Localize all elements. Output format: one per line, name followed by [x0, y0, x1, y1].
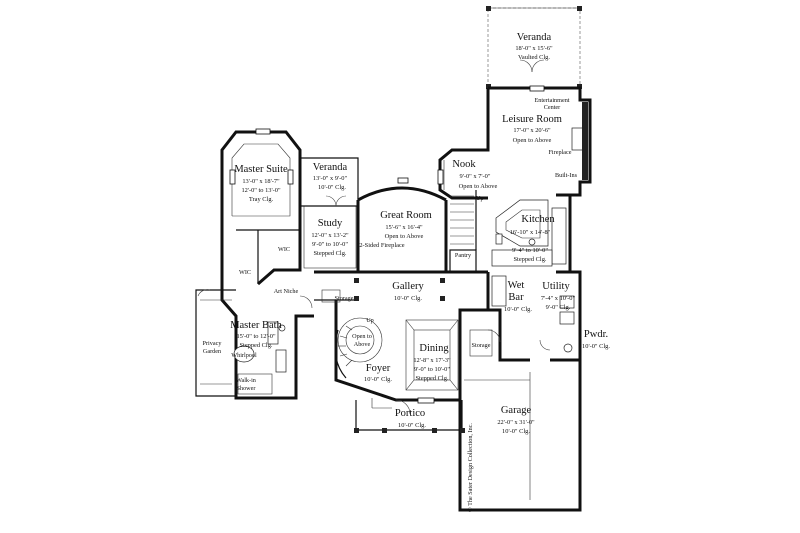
open-to-above-label-2: Above [354, 341, 371, 348]
wic-label-1: WIC [278, 246, 290, 253]
fireplace-label: Fireplace [548, 149, 571, 156]
study-dims: 12'-0" x 13'-2" [311, 232, 349, 239]
copyright-text: © The Sater Design Collection, Inc. [467, 423, 474, 512]
veranda-side-ceiling: 10'-0" Clg. [318, 184, 346, 191]
dining-dims: 12'-8" x 17'-3" [413, 357, 451, 364]
kitchen-dims: 16'-10" x 14'-8" [510, 229, 551, 236]
master-bath-title: Master Bath [230, 320, 282, 331]
utility-ceiling: 9'-0" Clg. [546, 304, 571, 311]
stair-up-label: Up [476, 195, 484, 202]
foyer-up-label: Up [366, 317, 374, 324]
exterior-walls [195, 6, 592, 512]
great-room-title: Great Room [380, 210, 432, 221]
whirlpool-label: Whirlpool [231, 352, 257, 359]
privacy-garden-label-1: Privacy [203, 340, 223, 347]
garage-title: Garage [501, 405, 532, 416]
veranda-top-title: Veranda [517, 32, 552, 43]
dining-ceiling: Stepped Clg. [415, 375, 448, 382]
master-suite-dims: 13'-0" x 18'-7" [242, 178, 280, 185]
pantry-label: Pantry [455, 252, 472, 259]
entertainment-center-label-1: Entertainment [534, 97, 569, 104]
great-room-ceiling: Open to Above [385, 233, 424, 240]
utility-title: Utility [542, 281, 570, 292]
built-ins-label: Built-Ins [555, 172, 578, 179]
gallery-title: Gallery [392, 281, 424, 292]
wet-bar-title-2: Bar [508, 292, 524, 303]
portico-ceiling: 10'-0" Clg. [398, 422, 426, 429]
wic-label-2: WIC [239, 269, 251, 276]
dining-dims2: 9'-0" to 10'-0" [414, 366, 450, 373]
windows [229, 85, 545, 404]
powder-ceiling: 10'-0" Clg. [582, 343, 610, 350]
whirlpool-tub [233, 345, 255, 363]
walk-in-shower-label-2: Shower [237, 385, 256, 392]
dining-title: Dining [419, 343, 449, 354]
nook-ceiling: Open to Above [459, 183, 498, 190]
leisure-room-dims: 17'-0" x 20'-6" [513, 127, 551, 134]
utility-dims: 7'-4" x 10'-0" [541, 295, 576, 302]
master-bath-ceiling: Stepped Clg. [239, 342, 272, 349]
wet-bar-title-1: Wet [508, 280, 525, 291]
master-suite-ceiling: Tray Clg. [249, 196, 274, 203]
foyer-title: Foyer [366, 363, 391, 374]
open-to-above-label-1: Open to [352, 333, 372, 340]
master-suite-title: Master Suite [234, 164, 288, 175]
foyer-ceiling: 10'-0" Clg. [364, 376, 392, 383]
kitchen-title: Kitchen [521, 214, 555, 225]
veranda-top-dims: 18'-0" x 15'-6" [515, 45, 553, 52]
great-room-dims: 15'-6" x 16'-4" [385, 224, 423, 231]
wet-bar-ceiling: 10'-0" Clg. [504, 306, 532, 313]
study-title: Study [318, 218, 343, 229]
garage-dims: 22'-0" x 31'-0" [497, 419, 535, 426]
master-suite-dims2: 12'-0" to 13'-0" [241, 187, 281, 194]
art-niche-label: Art Niche [274, 288, 299, 295]
spiral-stair [334, 317, 383, 379]
interior-walls [197, 59, 588, 500]
leisure-room-ceiling: Open to Above [513, 137, 552, 144]
storage-label-1: Storage [335, 295, 354, 302]
great-room-fireplace: 2-Sided Fireplace [359, 242, 404, 249]
nook-title: Nook [452, 159, 476, 170]
leisure-room-title: Leisure Room [502, 114, 562, 125]
stair-graphic [450, 190, 477, 250]
walk-in-shower-label-1: Walk-in [236, 377, 256, 384]
veranda-side-title: Veranda [313, 162, 348, 173]
veranda-top-ceiling: Vaulted Clg. [518, 54, 550, 61]
nook-dims: 9'-0" x 7'-0" [460, 173, 491, 180]
powder-title: Pwdr. [584, 329, 608, 340]
kitchen-dims2: 9'-4" to 10'-0" [512, 247, 548, 254]
entertainment-center-label-2: Center [544, 104, 561, 111]
study-dims2: 9'-0" to 10'-0" [312, 241, 348, 248]
kitchen-island [495, 199, 549, 247]
garage-ceiling: 10'-0" Clg. [502, 428, 530, 435]
privacy-garden-label-2: Garden [203, 348, 221, 355]
storage-label-2: Storage [472, 342, 491, 349]
master-bath-dims: 15'-0" to 12'-0" [236, 333, 276, 340]
portico-title: Portico [395, 408, 425, 419]
study-ceiling: Stepped Clg. [313, 250, 346, 257]
kitchen-ceiling: Stepped Clg. [513, 256, 546, 263]
veranda-side-dims: 13'-0" x 9'-0" [313, 175, 348, 182]
gallery-ceiling: 10'-0" Clg. [394, 295, 422, 302]
